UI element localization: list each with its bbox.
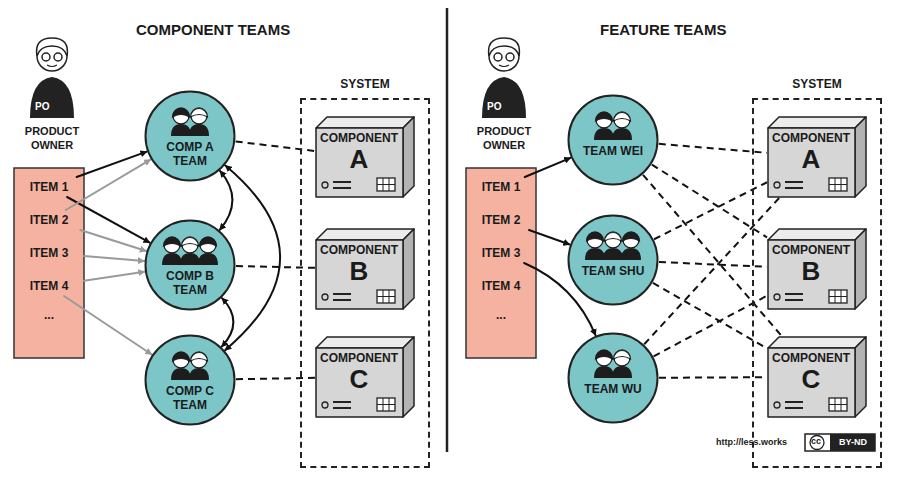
license-icon: cc [811, 436, 821, 447]
component-box: COMPONENTC [767, 336, 867, 418]
ellipsis: ... [14, 308, 84, 323]
backlog-item: ITEM 2 [14, 210, 84, 230]
arrow-connector [220, 171, 233, 230]
backlog-item: ITEM 3 [14, 243, 84, 263]
component-box: COMPONENTB [315, 228, 415, 310]
component-letter: C [315, 365, 403, 393]
arrow-connector [222, 298, 234, 347]
team-circle: COMP B TEAM [144, 219, 236, 311]
system-heading: SYSTEM [754, 76, 880, 92]
team-circle: TEAM WU [567, 332, 659, 424]
ellipsis: ... [466, 308, 536, 323]
backlog-item: ITEM 1 [14, 177, 84, 197]
component-letter: A [767, 145, 855, 173]
backlog-item: ITEM 3 [466, 243, 536, 263]
component-title: COMPONENT [315, 131, 403, 145]
license-badge [805, 434, 875, 451]
item-text: ITEM 3 [482, 246, 521, 260]
team-circle-art [144, 219, 236, 311]
component-box: COMPONENTA [315, 116, 415, 198]
product-owner-figure [30, 38, 74, 118]
team-circle: COMP A TEAM [144, 90, 236, 182]
team-circle-art [567, 214, 659, 306]
divider-line [446, 8, 449, 452]
item-text: ITEM 1 [30, 180, 69, 194]
backlog-band [14, 168, 84, 358]
team-name: TEAM WEI [583, 144, 643, 158]
team-circle-art [144, 334, 236, 426]
item-text: ITEM 4 [30, 279, 69, 293]
team-circle-art [567, 94, 659, 186]
dashed-link [659, 262, 767, 267]
backlog-item: ITEM 2 [466, 210, 536, 230]
component-title: COMPONENT [315, 243, 403, 257]
team-circle-art [567, 332, 659, 424]
team-circle: TEAM SHU [567, 214, 659, 306]
system-boundary: SYSTEMCOMPONENTACOMPONENTBCOMPONENTC [300, 98, 430, 468]
arrow-connector [67, 197, 150, 243]
component-title: COMPONENT [315, 351, 403, 365]
dashed-link [643, 175, 782, 336]
component-letter: B [315, 257, 403, 285]
team-name: COMP A TEAM [158, 140, 222, 168]
role-badge: PO [35, 100, 49, 113]
arrow-connector [80, 230, 146, 251]
component-box: COMPONENTA [767, 116, 867, 198]
component-letter: C [767, 365, 855, 393]
arrow-connector [84, 272, 145, 281]
component-letter: A [315, 145, 403, 173]
system-heading: SYSTEM [302, 76, 428, 92]
role-name: PRODUCT OWNER [470, 124, 538, 152]
team-circle: TEAM WEI [567, 94, 659, 186]
dashed-link [659, 376, 767, 379]
team-circle-art [144, 90, 236, 182]
team-circle: COMP C TEAM [144, 334, 236, 426]
component-title: COMPONENT [767, 243, 855, 257]
arrow-connector [66, 160, 151, 210]
arrow-connector [77, 152, 147, 177]
component-title: COMPONENT [767, 131, 855, 145]
dashed-link [236, 141, 315, 151]
item-text: ITEM 4 [482, 279, 521, 293]
dashed-link [654, 182, 767, 239]
arrow-connector [529, 230, 570, 245]
team-name: TEAM SHU [582, 264, 645, 278]
arrow-connector [525, 158, 571, 177]
section-title: FEATURE TEAMS [600, 20, 726, 39]
dashed-link [644, 198, 779, 344]
item-text: ITEM 1 [482, 180, 521, 194]
backlog-item: ITEM 1 [466, 177, 536, 197]
item-text: ITEM 3 [30, 246, 69, 260]
component-box: COMPONENTC [315, 336, 415, 418]
source-url: http://less.works [716, 437, 787, 448]
component-title: COMPONENT [767, 351, 855, 365]
backlog-item: ITEM 4 [14, 276, 84, 296]
item-text: ITEM 2 [30, 213, 69, 227]
team-name: TEAM WU [584, 382, 641, 396]
system-boundary: SYSTEMCOMPONENTACOMPONENTBCOMPONENTC [752, 98, 882, 468]
team-name: COMP C TEAM [158, 384, 222, 412]
section-title: COMPONENT TEAMS [136, 20, 290, 39]
dashed-link [654, 296, 767, 357]
role-name: PRODUCT OWNER [18, 124, 86, 152]
product-owner-figure [482, 38, 526, 118]
backlog-item: ITEM 4 [466, 276, 536, 296]
dashed-link [236, 378, 315, 379]
dashed-link [659, 144, 767, 153]
license-text: BY-ND [831, 437, 875, 448]
team-name: COMP B TEAM [158, 269, 222, 297]
arrow-connector [64, 296, 152, 354]
arrow-connector [84, 256, 144, 261]
role-badge: PO [487, 100, 501, 113]
component-letter: B [767, 257, 855, 285]
component-box: COMPONENTB [767, 228, 867, 310]
dashed-link [652, 165, 767, 238]
item-text: ITEM 2 [482, 213, 521, 227]
dashed-link [236, 266, 315, 268]
